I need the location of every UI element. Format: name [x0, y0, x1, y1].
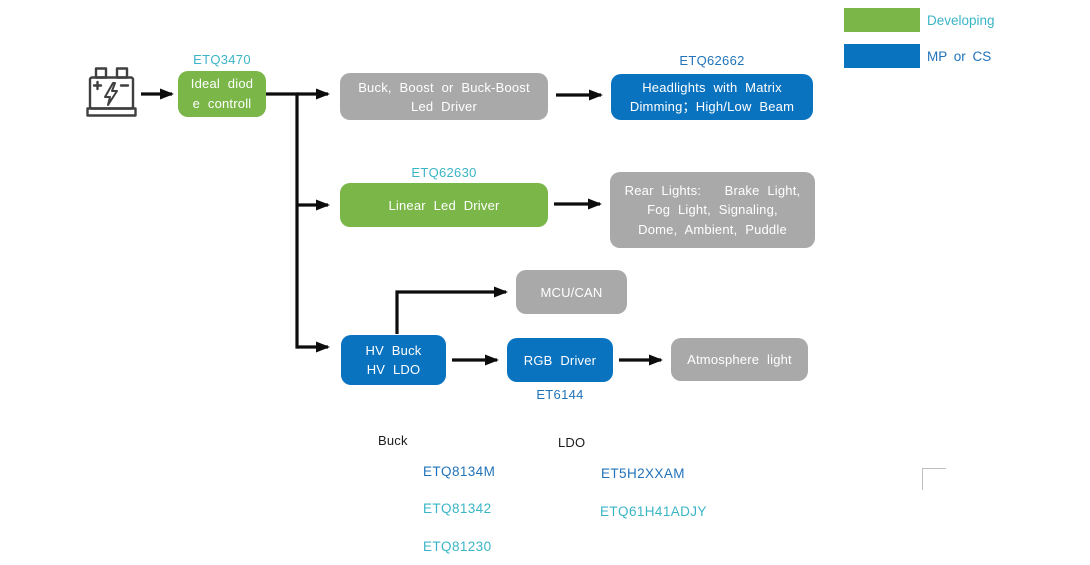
node-text: Linear Led Driver [388, 197, 500, 213]
node-text: e controll [192, 96, 252, 111]
node-linear-led-driver: Linear Led Driver [340, 183, 548, 227]
node-hv-buck-hv-ldo: HV Buck HV LDO [341, 335, 446, 385]
node-rgb-driver: RGB Driver [507, 338, 613, 382]
part-link-etq81230[interactable]: ETQ81230 [423, 539, 492, 554]
part-list-header-buck: Buck [378, 433, 408, 448]
part-list-header-ldo: LDO [558, 435, 586, 450]
part-link-et5h2xxam[interactable]: ET5H2XXAM [601, 466, 685, 481]
node-text: HV Buck [365, 343, 422, 358]
node-headlights-matrix-dimming: Headlights with Matrix Dimming；High/Low … [611, 74, 813, 120]
node-text: RGB Driver [523, 352, 597, 368]
node-text: Dome, Ambient, Puddle [638, 221, 787, 237]
car-battery-icon [86, 67, 137, 117]
node-mcu-can: MCU/CAN [516, 270, 627, 314]
node-buck-boost-led-driver: Buck, Boost or Buck-Boost Led Driver [340, 73, 548, 120]
connector-ideal-diode-trunk [266, 92, 299, 349]
node-text: HV LDO [366, 362, 421, 377]
node-atmosphere-light: Atmosphere light [671, 338, 808, 381]
part-number-et6144[interactable]: ET6144 [536, 387, 584, 402]
node-rear-lights: Rear Lights: Brake Light, Fog Light, Sig… [610, 172, 815, 248]
part-link-etq8134m[interactable]: ETQ8134M [423, 464, 496, 479]
node-ideal-diode-controller: Ideal diod e controll [178, 71, 266, 117]
legend-row-developing: Developing [844, 8, 995, 32]
part-link-etq81342[interactable]: ETQ81342 [423, 501, 492, 516]
legend-label-mp-cs: MP or CS [927, 48, 992, 64]
corner-bracket-mark [922, 468, 946, 490]
part-number-etq3470[interactable]: ETQ3470 [193, 52, 251, 67]
connector-hv-buck-to-mcu-can [395, 286, 508, 334]
node-text: Atmosphere light [687, 352, 792, 367]
node-text: Rear Lights: Brake Light, [624, 182, 801, 198]
legend-swatch-mp-cs [844, 44, 920, 68]
node-text: Fog Light, Signaling, [647, 202, 778, 218]
legend: Developing MP or CS [844, 8, 995, 80]
node-text: Ideal diod [190, 76, 254, 91]
part-number-etq62630[interactable]: ETQ62630 [411, 165, 477, 180]
part-link-etq61h41adjy[interactable]: ETQ61H41ADJY [600, 504, 707, 519]
node-text: Led Driver [411, 98, 477, 114]
node-text: Buck, Boost or Buck-Boost [358, 79, 530, 95]
part-number-etq62662[interactable]: ETQ62662 [679, 53, 745, 68]
legend-label-developing: Developing [927, 12, 995, 28]
node-text: MCU/CAN [540, 284, 603, 300]
legend-row-mp-cs: MP or CS [844, 44, 995, 68]
legend-swatch-developing [844, 8, 920, 32]
node-text: Headlights with Matrix [642, 80, 782, 95]
node-text: Dimming；High/Low Beam [629, 99, 795, 114]
